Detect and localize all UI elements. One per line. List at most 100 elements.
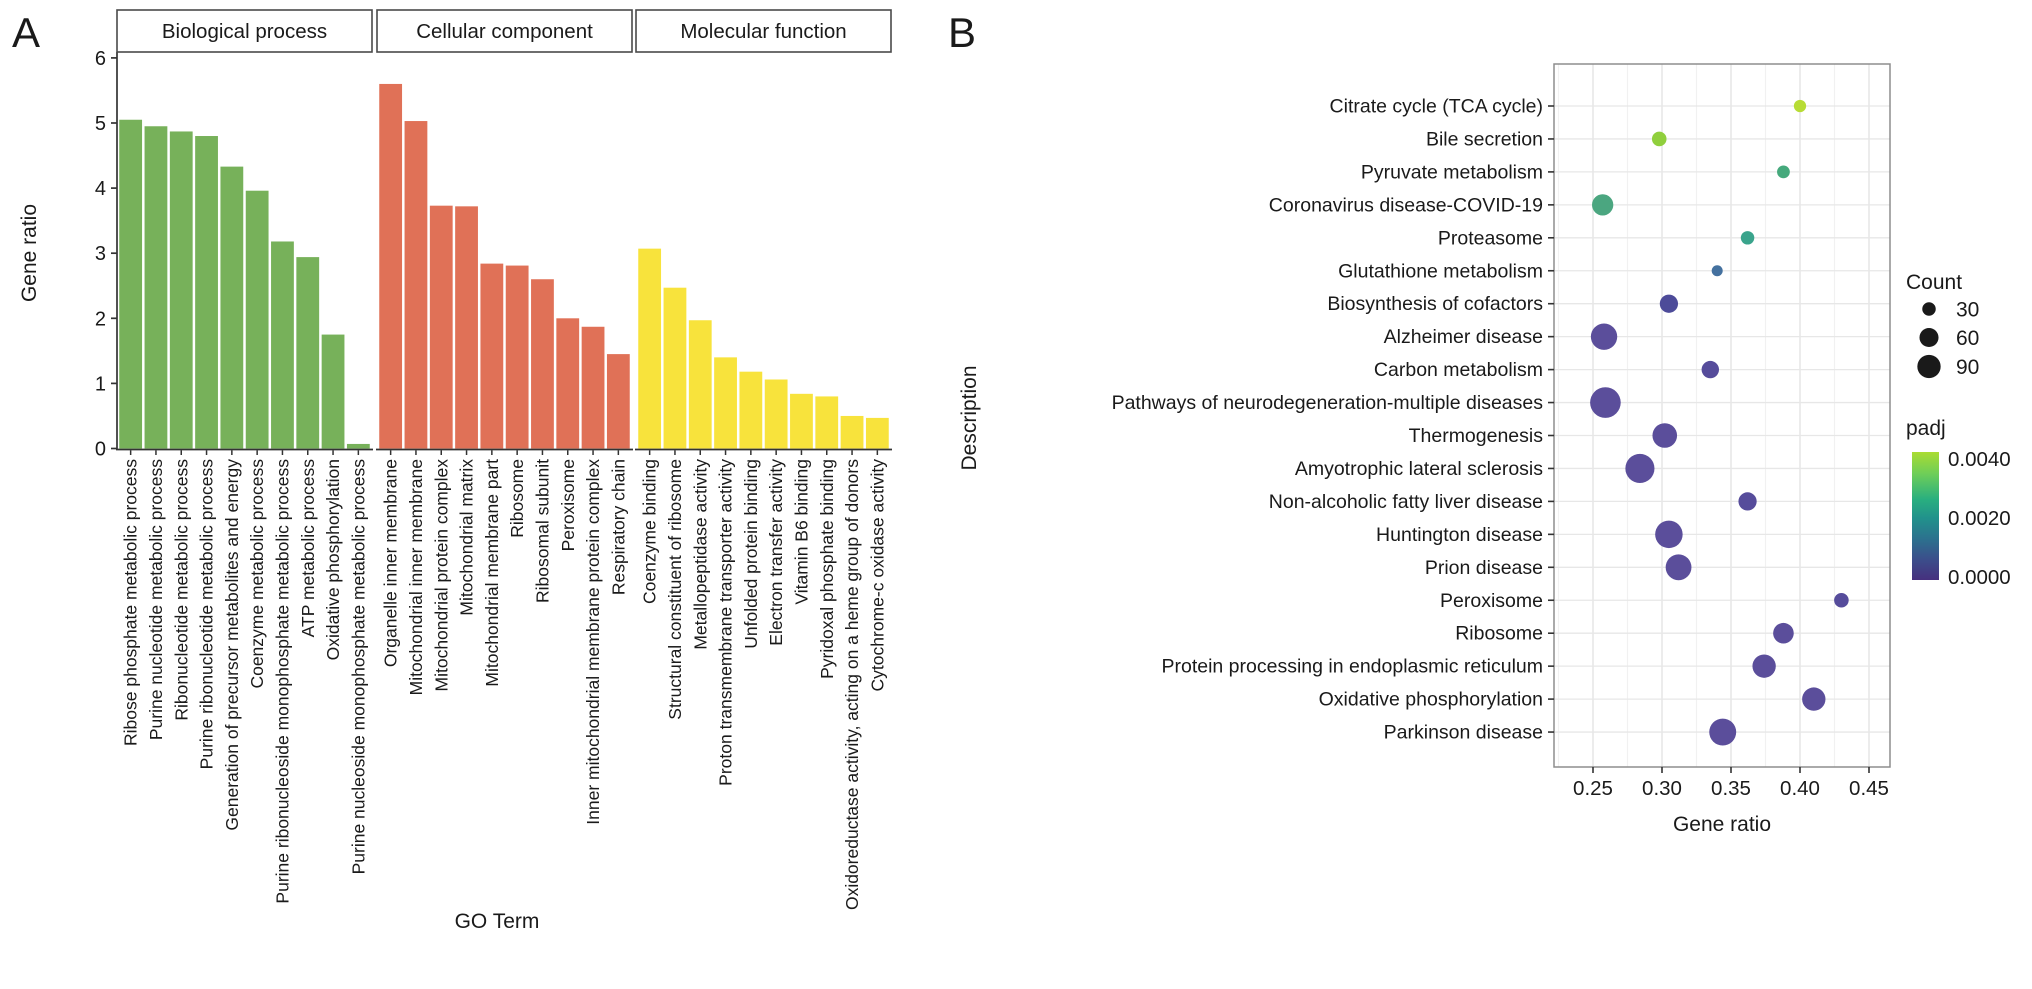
bar-category-label: Coenzyme binding <box>640 459 660 604</box>
bar <box>169 131 193 449</box>
bar-category-label: Respiratory chain <box>608 459 628 595</box>
x-axis-tick-label: 0.45 <box>1849 777 1889 800</box>
row-label: Citrate cycle (TCA cycle) <box>1330 96 1543 118</box>
bar <box>556 318 580 449</box>
bar-category-label: Unfolded protein binding <box>741 459 761 649</box>
data-dot <box>1709 718 1737 746</box>
bar <box>790 393 813 449</box>
bar <box>119 119 143 449</box>
panel-b-y-axis-title: Description <box>958 365 981 470</box>
y-axis-tick-label: 5 <box>95 113 106 135</box>
row-label: Ribosome <box>1455 623 1543 645</box>
y-axis-tick-label: 6 <box>95 48 106 70</box>
y-axis-tick-label: 1 <box>95 373 106 395</box>
facet-strip-label: Biological process <box>162 20 327 43</box>
data-dot <box>1659 294 1679 313</box>
row-label: Prion disease <box>1425 557 1543 579</box>
padj-legend-value: 0.0020 <box>1948 507 2011 530</box>
padj-gradient-bar <box>1912 452 1939 580</box>
padj-legend-value: 0.0000 <box>1948 566 2011 589</box>
row-label: Non-alcoholic fatty liver disease <box>1269 491 1543 513</box>
panel-a-x-axis-title: GO Term <box>455 910 540 933</box>
bar-category-label: ATP metabolic process <box>298 459 318 638</box>
panel-b-x-axis-title: Gene ratio <box>1673 813 1771 836</box>
count-legend-value: 30 <box>1956 299 1979 322</box>
bar-category-label: Oxidoreductase activity, acting on a hem… <box>842 459 862 910</box>
bar-category-label: Ribosome <box>507 459 527 538</box>
bar-category-label: Purine nucleoside monophosphate metaboli… <box>348 459 368 875</box>
bar <box>531 279 554 449</box>
bar <box>429 205 453 449</box>
x-axis-tick-label: 0.40 <box>1780 777 1820 800</box>
data-dot <box>1590 323 1618 350</box>
panel-b-dotplot: 0.25 0.30 0.35 0.40 0.45 Citrate cycle (TCA c… <box>1112 63 1891 800</box>
bar-category-label: Organelle inner membrane <box>381 459 401 667</box>
bar-category-label: Mitochondrial matrix <box>457 459 477 616</box>
y-axis-tick-label: 4 <box>95 178 106 200</box>
y-axis-tick-label: 2 <box>95 308 106 330</box>
row-label: Parkinson disease <box>1384 722 1543 744</box>
bar <box>195 136 218 449</box>
bar <box>581 326 605 449</box>
x-axis-tick-label: 0.35 <box>1711 777 1751 800</box>
bar <box>714 357 737 449</box>
x-axis-tick-label: 0.25 <box>1573 777 1613 800</box>
data-dot <box>1834 592 1849 608</box>
count-legend-value: 90 <box>1956 356 1979 379</box>
bar <box>840 415 864 449</box>
bar-category-label: Inner mitochondrial membrane protein com… <box>583 459 603 825</box>
facet-strip-box <box>116 9 373 53</box>
bar-category-label: Electron transfer activity <box>766 459 786 646</box>
data-dot <box>1752 654 1776 678</box>
x-axis-tick-label: 0.30 <box>1642 777 1682 800</box>
row-label: Biosynthesis of cofactors <box>1327 293 1543 315</box>
data-dot <box>1665 554 1692 581</box>
bar <box>346 443 370 449</box>
row-label: Thermogenesis <box>1409 425 1544 447</box>
row-label: Oxidative phosphorylation <box>1319 689 1543 711</box>
row-label: Pathways of neurodegeneration-multiple d… <box>1112 392 1544 414</box>
bar-category-label: Oxidative phosphorylation <box>323 459 343 660</box>
count-legend-title: Count <box>1906 271 1962 294</box>
data-dot <box>1793 99 1807 113</box>
bar-category-label: Purine ribonucleotide metabolic process <box>197 459 217 770</box>
bar <box>321 334 345 449</box>
bar-category-label: Pyridoxal phosphate binding <box>817 459 837 679</box>
data-dot <box>1802 687 1826 711</box>
count-legend-dot <box>1917 354 1941 379</box>
y-axis-tick-label: 0 <box>95 439 106 461</box>
bar-category-label: Mitochondrial membrane part <box>482 459 502 687</box>
padj-legend-value: 0.0040 <box>1948 448 2011 471</box>
data-dot <box>1592 194 1614 216</box>
data-dot <box>1740 231 1755 245</box>
bar-category-label: Purine ribonucleoside monophosphate meta… <box>272 459 292 904</box>
row-label: Bile secretion <box>1426 128 1543 150</box>
count-legend-value: 60 <box>1956 327 1979 350</box>
bar <box>865 417 889 449</box>
bar-category-label: Ribose phosphate metabolic process <box>121 459 141 746</box>
bar <box>220 166 244 449</box>
facet-strip-label: Cellular component <box>416 20 593 43</box>
bar-category-label: Ribonucleotide metabolic process <box>171 459 191 721</box>
bar <box>245 190 269 449</box>
bar-category-label: Generation of precursor metabolites and … <box>222 459 242 831</box>
row-label: Peroxisome <box>1440 590 1543 612</box>
y-axis-tick-label: 3 <box>95 243 106 265</box>
bar-category-label: Metallopeptidase activity <box>690 459 710 650</box>
facet-strip-box <box>635 9 892 53</box>
bar-category-label: Peroxisome <box>558 459 578 551</box>
bar-category-label: Ribosomal subunit <box>532 459 552 603</box>
row-label: Amyotrophic lateral sclerosis <box>1295 458 1543 480</box>
panel-border <box>1553 63 1891 768</box>
bar <box>638 248 662 449</box>
facet-strip-label: Molecular function <box>680 20 846 43</box>
data-dot <box>1625 453 1655 484</box>
row-label: Huntington disease <box>1376 524 1543 546</box>
bar <box>379 83 403 449</box>
bar-category-label: Mitochondrial protein complex <box>431 459 451 692</box>
row-label: Pyruvate metabolism <box>1361 161 1543 183</box>
bar <box>764 379 788 449</box>
data-dot <box>1655 520 1683 549</box>
